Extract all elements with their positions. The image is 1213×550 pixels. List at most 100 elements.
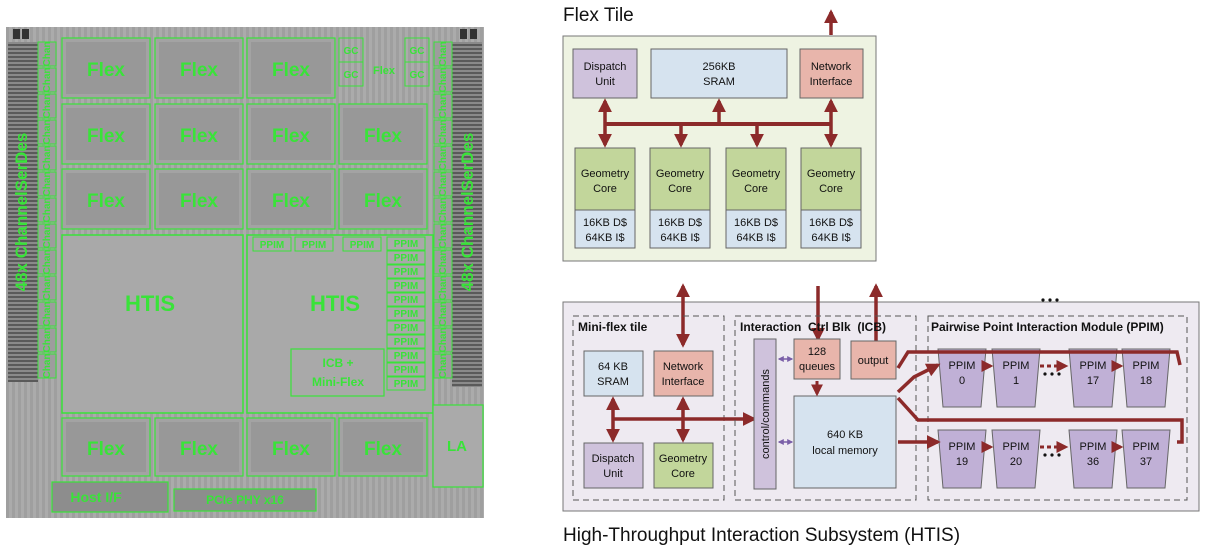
- mf-network-box: [653, 350, 714, 397]
- core-cache-box: [649, 209, 711, 249]
- die-pad: [470, 29, 477, 39]
- mf-dispatch-box: [583, 442, 644, 489]
- ppim-die-block: [386, 362, 426, 377]
- ppim-unit-index: 19: [956, 456, 968, 468]
- ppim-unit: [1068, 348, 1118, 408]
- flex-tile-inner: [159, 173, 239, 225]
- ppim-unit-index: 18: [1140, 375, 1152, 387]
- ppim-die-label: PPIM: [302, 240, 326, 251]
- ppim-pipelines: PPIM0PPIM1PPIM17PPIM18PPIM19PPIM20PPIM36…: [937, 348, 1171, 489]
- ppim-unit-index: 20: [1010, 456, 1022, 468]
- ppim-die-label: PPIM: [350, 240, 374, 251]
- flex-tile-label: Flex: [87, 126, 125, 147]
- geometry-core-line1: Geometry: [656, 168, 705, 180]
- ellipsis-dot: [1057, 453, 1061, 457]
- serdes-label-right: 48x ChannelSerDes: [458, 133, 477, 292]
- flex-tile-label: Flex: [364, 126, 402, 147]
- gc-label: GC: [410, 70, 425, 81]
- chan-label: Chan: [438, 94, 449, 119]
- geometry-core-box: [725, 147, 787, 211]
- ppim-die-block: [386, 376, 426, 391]
- chan-label: Chan: [42, 276, 53, 301]
- small-flex-label: Flex: [373, 65, 396, 77]
- serdes-label-left: 48x ChannelSerDes: [12, 133, 31, 292]
- chan-block: [37, 327, 57, 353]
- chan-block: [433, 145, 453, 171]
- ppim-frame: [927, 315, 1188, 501]
- miniflex-frame: [572, 315, 725, 501]
- la-label: LA: [447, 438, 467, 455]
- chan-label: Chan: [42, 198, 53, 223]
- mf-core-line2: Core: [671, 468, 695, 480]
- icb-miniflex-block: [290, 348, 385, 397]
- gc-label: GC: [344, 70, 359, 81]
- ppim-die-block: [386, 250, 426, 265]
- dispatch-unit-box: [572, 48, 638, 99]
- flex-tile-inner: [251, 173, 331, 225]
- chan-label: Chan: [438, 302, 449, 327]
- chan-block: [37, 145, 57, 171]
- chan-label: Chan: [42, 68, 53, 93]
- geometry-core-line2: Core: [744, 183, 768, 195]
- pcie-label: PCIe PHY x16: [206, 493, 284, 507]
- flex-tile-inner: [159, 108, 239, 160]
- ppim-die-label: PPIM: [394, 337, 418, 348]
- mf-sram-line1: 64 KB: [598, 361, 628, 373]
- gc-block: [404, 61, 430, 87]
- htis-title: High-Throughput Interaction Subsystem (H…: [563, 525, 960, 546]
- htis-label-right: HTIS: [310, 291, 360, 316]
- chan-label: Chan: [438, 328, 449, 353]
- flex-tile-label: Flex: [364, 191, 402, 212]
- ppim-die-block: [386, 264, 426, 279]
- mf-dispatch-line1: Dispatch: [592, 453, 635, 465]
- chan-block: [433, 67, 453, 93]
- chan-block: [433, 353, 453, 379]
- die-pad: [460, 29, 467, 39]
- ppim-die-block: [386, 278, 426, 293]
- chan-label: Chan: [42, 172, 53, 197]
- ppim-die-label: PPIM: [394, 309, 418, 320]
- network-interface-line2: Interface: [810, 76, 853, 88]
- ellipsis-dot: [1057, 372, 1061, 376]
- geometry-core-box: [574, 147, 636, 211]
- gc-blocks: GC GC GC GC Flex: [338, 37, 430, 87]
- gc-label: GC: [344, 46, 359, 57]
- chan-label: Chan: [438, 120, 449, 145]
- sram-box: [650, 48, 788, 99]
- ppim-die-block: [386, 334, 426, 349]
- flex-tile-label: Flex: [272, 191, 310, 212]
- icb-frame: [734, 315, 917, 501]
- ppim-die-block: [252, 236, 292, 252]
- ppim-die-block: [386, 348, 426, 363]
- ppim37-return-path: [896, 396, 1184, 444]
- die-pad: [13, 29, 20, 39]
- chan-label: Chan: [42, 94, 53, 119]
- chan-block: [433, 249, 453, 275]
- flex-tile-inner: [66, 42, 146, 94]
- ppim-unit-label: PPIM: [949, 441, 976, 453]
- network-interface-box: [799, 48, 864, 99]
- sram-line1: 256KB: [702, 61, 735, 73]
- core-cache-icache: 64KB I$: [585, 232, 624, 244]
- gc-block: [338, 61, 364, 87]
- icb-label: ICB +: [322, 356, 353, 370]
- output-box: [850, 340, 897, 380]
- core-cache-icache: 64KB I$: [811, 232, 850, 244]
- memory-to-ppim0-arrow: [896, 363, 941, 394]
- ppim-unit: [1068, 429, 1118, 489]
- sram-line2: SRAM: [703, 76, 735, 88]
- geometry-core-box: [800, 147, 862, 211]
- core-cache-box: [800, 209, 862, 249]
- serdes-strip-left: [8, 42, 38, 382]
- core-cache-dcache: 16KB D$: [658, 217, 702, 229]
- ellipsis-dot: [1050, 372, 1054, 376]
- mf-core-box: [653, 442, 714, 489]
- mf-sram-box: [583, 350, 644, 397]
- ellipsis-dot: [1041, 298, 1045, 302]
- chan-label: Chan: [438, 172, 449, 197]
- chan-block: [433, 41, 453, 67]
- pcie-block: [173, 488, 317, 512]
